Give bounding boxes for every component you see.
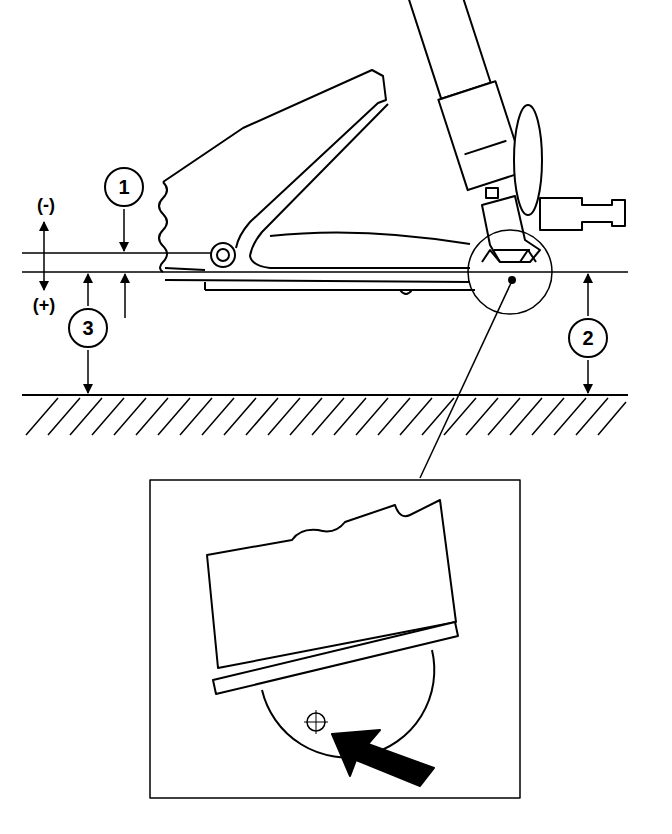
callout-circle: 1	[104, 167, 144, 207]
callout-circle: 2	[568, 318, 608, 358]
detail-leader	[420, 283, 511, 478]
inset-plate	[213, 622, 458, 694]
ground-hatching	[26, 398, 626, 435]
shock-absorber	[398, 0, 525, 190]
control-arm	[163, 70, 386, 248]
direction-sign: (-)	[37, 196, 55, 214]
callout-circle: 3	[68, 308, 108, 348]
callout-number: 3	[82, 318, 93, 338]
callout-number: 1	[118, 177, 129, 197]
arm-body	[165, 232, 475, 294]
control-arm-flange	[250, 104, 470, 268]
dimension-arrow	[587, 274, 589, 316]
dimension-arrow	[87, 274, 89, 306]
dimension-arrow	[587, 360, 589, 393]
nut	[486, 188, 498, 198]
measuring-point	[509, 277, 515, 283]
ball-joint	[482, 250, 536, 262]
arm-cut-edge	[159, 182, 167, 272]
dimension-arrow	[87, 350, 89, 393]
pivot-bushing	[211, 243, 235, 267]
direction-sign: (+)	[33, 296, 56, 314]
balljoint-reference-line	[22, 271, 628, 273]
inset-crosshair	[304, 710, 328, 734]
detail-inset-frame	[150, 480, 520, 798]
pointer-arrow	[332, 730, 434, 786]
spindle	[540, 198, 625, 230]
dimension-arrow	[123, 209, 125, 251]
direction-arrow	[43, 222, 45, 290]
detail-circle	[468, 230, 552, 314]
hub-disc	[514, 105, 542, 215]
callout-number: 2	[582, 328, 593, 348]
dimension-arrow	[124, 274, 126, 318]
pivot-reference-line	[22, 252, 211, 254]
ground-line	[22, 394, 628, 396]
pivot-bolt	[217, 249, 229, 261]
